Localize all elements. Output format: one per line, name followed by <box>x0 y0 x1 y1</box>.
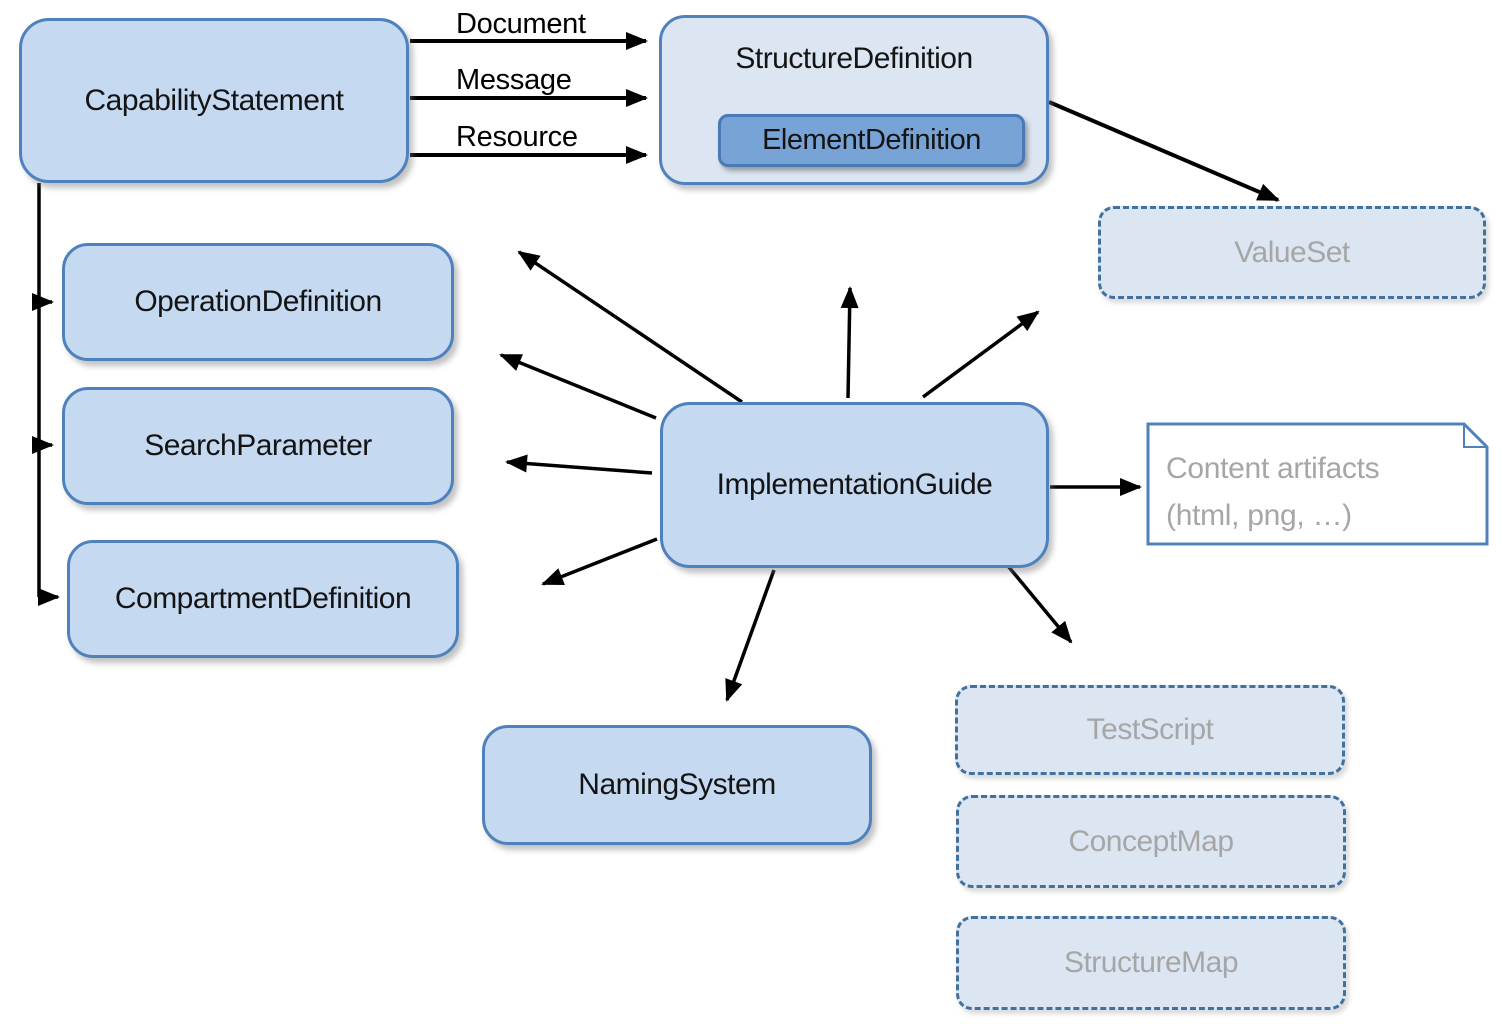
node-compartment-definition: CompartmentDefinition <box>67 540 459 658</box>
node-content-artifacts-label: Content artifacts (html, png, …) <box>1166 446 1466 539</box>
node-search-parameter: SearchParameter <box>62 387 454 505</box>
content-artifacts-fold <box>1463 424 1487 448</box>
edge-ig-upper-left <box>499 353 657 420</box>
node-label: NamingSystem <box>578 768 776 801</box>
edge-ig-up <box>840 286 859 399</box>
node-label: ConceptMap <box>1068 824 1234 858</box>
edge-label-resource: Resource <box>456 121 578 153</box>
node-element-definition: ElementDefinition <box>718 114 1025 167</box>
node-label: ValueSet <box>1234 235 1350 269</box>
edge-ig-upper-right <box>921 310 1040 399</box>
edge-structuredefinition-valueset <box>1048 100 1280 202</box>
node-label: OperationDefinition <box>134 285 382 318</box>
content-artifacts-note-shape <box>1146 422 1489 546</box>
node-label: StructureMap <box>1063 946 1239 979</box>
edge-ig-left <box>505 454 653 475</box>
content-artifacts-line1: Content artifacts <box>1166 452 1380 485</box>
node-label: ImplementationGuide <box>716 468 993 501</box>
edge-ig-upper-left-long <box>517 250 743 404</box>
node-value-set: ValueSet <box>1098 206 1486 299</box>
edge-ig-lower-left <box>541 537 658 586</box>
node-naming-system: NamingSystem <box>482 725 872 845</box>
node-label: CompartmentDefinition <box>114 582 412 615</box>
edge-ig-testscript <box>1006 564 1073 644</box>
node-test-script: TestScript <box>955 685 1345 775</box>
node-label: SearchParameter <box>144 429 372 462</box>
node-label: StructureDefinition <box>735 42 973 75</box>
node-structure-map: StructureMap <box>956 916 1346 1010</box>
node-operation-definition: OperationDefinition <box>62 243 454 361</box>
node-label: CapabilityStatement <box>84 83 344 117</box>
node-implementation-guide: ImplementationGuide <box>660 402 1049 568</box>
edge-label-document: Document <box>456 8 586 40</box>
node-label: ElementDefinition <box>762 124 981 156</box>
node-concept-map: ConceptMap <box>956 795 1346 888</box>
edge-ig-namingsystem <box>725 569 776 702</box>
node-capability-statement: CapabilityStatement <box>19 18 409 183</box>
content-artifacts-line2: (html, png, …) <box>1166 498 1352 532</box>
edge-label-message: Message <box>456 64 572 96</box>
node-label: TestScript <box>1086 713 1214 746</box>
